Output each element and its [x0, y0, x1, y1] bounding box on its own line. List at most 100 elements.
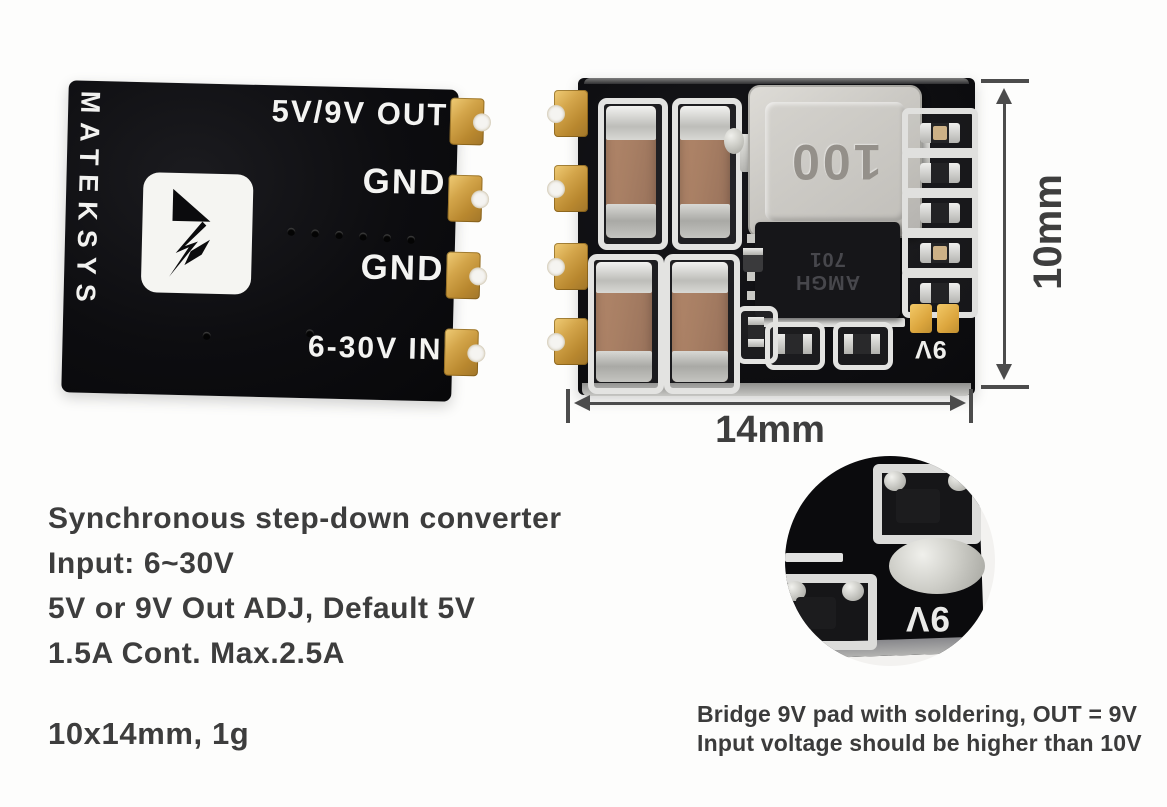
- inductor-marking: 100: [788, 133, 882, 190]
- capacitor-terminal: [672, 262, 728, 294]
- pad-notch: [547, 257, 565, 276]
- note-block: Bridge 9V pad with soldering, OUT = 9V I…: [697, 700, 1142, 758]
- resistor-terminal: [920, 163, 931, 183]
- capacitor-terminal: [672, 350, 728, 382]
- resistor: [920, 163, 960, 183]
- resistor-terminal: [920, 283, 931, 303]
- inset-solder-bump: [842, 581, 864, 601]
- dim-height-line: [1003, 97, 1006, 371]
- capacitor-outline: [598, 98, 668, 250]
- arrow-down-icon: [996, 364, 1012, 380]
- smd-component: [776, 334, 812, 354]
- spec-line: 5V or 9V Out ADJ, Default 5V: [48, 592, 476, 625]
- via-hole: [311, 229, 320, 238]
- capacitor-terminal: [680, 106, 730, 141]
- via-hole: [383, 234, 392, 243]
- resistor-terminal: [920, 203, 931, 223]
- castellated-pad: [547, 318, 588, 365]
- via-hole: [335, 230, 344, 240]
- capacitor-outline: [672, 98, 742, 250]
- capacitor: [680, 106, 730, 238]
- jumper-pad-9v: [910, 304, 932, 333]
- resistor: [920, 203, 960, 223]
- castellated-pad: [547, 90, 588, 137]
- resistor: [920, 123, 960, 143]
- via-hole: [287, 227, 296, 236]
- pcb-top-edge: [584, 78, 969, 84]
- inset-solder-bump: [785, 581, 806, 601]
- lightning-bolt-icon: [169, 188, 211, 277]
- pad-notch: [547, 332, 565, 351]
- castellated-pad: [547, 243, 588, 290]
- capacitor-terminal: [606, 106, 656, 141]
- smd-component: [844, 334, 880, 354]
- dim-width-tick-left: [566, 389, 570, 423]
- matek-logo: [140, 172, 254, 295]
- castellated-pad: [547, 165, 588, 212]
- dim-height-tick-bottom: [981, 385, 1029, 389]
- resistor-terminal: [949, 283, 960, 303]
- smd-terminal: [748, 339, 764, 347]
- resistor-terminal: [949, 243, 960, 263]
- resistor-terminal: [949, 123, 960, 143]
- via-hole: [406, 235, 416, 244]
- spec-line: Synchronous step-down converter: [48, 502, 562, 535]
- capacitor-outline: [588, 254, 664, 394]
- jumper-pad-9v: [937, 304, 959, 333]
- resistor: [920, 283, 960, 303]
- ic-marking: AMGH 701: [795, 247, 860, 293]
- smd-terminal: [803, 334, 812, 354]
- inset-pad-label-9v: 9V: [905, 599, 950, 638]
- ic-marking-line1: AMGH: [794, 271, 861, 293]
- capacitor-terminal: [606, 203, 656, 238]
- capacitor-terminal: [680, 203, 730, 238]
- pad-label-9v: 9V: [914, 335, 947, 363]
- castellated-pad: [445, 251, 488, 300]
- pad-notch: [547, 104, 565, 123]
- arrow-up-icon: [996, 88, 1012, 104]
- capacitor: [672, 262, 728, 382]
- arrow-right-icon: [950, 395, 966, 411]
- dim-height-label: 10mm: [1025, 174, 1070, 290]
- silkscreen-bar: [755, 318, 905, 327]
- inset-silkscreen-trace: [785, 553, 843, 562]
- capacitor-terminal: [596, 350, 652, 382]
- size-weight-text: 10x14mm, 1g: [48, 716, 250, 751]
- note-line: Input voltage should be higher than 10V: [697, 730, 1142, 756]
- inductor: 100: [748, 85, 922, 238]
- smd-component: [748, 317, 764, 347]
- resistor-outline: [902, 108, 978, 158]
- dim-width-line: [584, 402, 956, 405]
- capacitor: [606, 106, 656, 238]
- smd-component: [743, 248, 763, 272]
- smd-terminal: [748, 317, 764, 325]
- brand-text: MATEKSYS: [70, 90, 106, 312]
- spec-line: Input: 6~30V: [48, 547, 235, 580]
- castellated-pad: [447, 174, 490, 223]
- note-line: Bridge 9V pad with soldering, OUT = 9V: [697, 701, 1138, 727]
- smd-terminal: [776, 334, 785, 354]
- inset-smd-outline: [873, 464, 981, 544]
- pcb-front-side: 100 AMGH 701 9V: [547, 78, 978, 396]
- resistor-terminal: [920, 243, 931, 263]
- pad-notch: [547, 179, 565, 198]
- inset-smd-component: [896, 489, 940, 523]
- arrow-left-icon: [574, 395, 590, 411]
- label-5v9v-out: 5V/9V OUT: [271, 93, 449, 133]
- dim-height-tick-top: [981, 79, 1029, 83]
- pcb-back-side: MATEKSYS 5V/9V OUT GND GND 6-30V IN: [61, 80, 492, 402]
- label-6-30v-in: 6-30V IN: [307, 330, 443, 367]
- pad-notch: [467, 343, 486, 363]
- inset-solder-bump: [884, 471, 906, 491]
- regulator-ic: AMGH 701: [747, 222, 900, 318]
- capacitor: [596, 262, 652, 382]
- ic-marking-line2: 701: [809, 248, 846, 270]
- smd-outline: [736, 306, 778, 364]
- castellated-pad: [443, 328, 486, 377]
- inductor-core: [765, 102, 905, 221]
- spec-line: 1.5A Cont. Max.2.5A: [48, 637, 346, 670]
- dim-width-label: 14mm: [715, 408, 825, 451]
- resistor-terminal: [920, 123, 931, 143]
- inset-closeup-9v-pad: 9V: [785, 456, 995, 666]
- smd-terminal: [871, 334, 880, 354]
